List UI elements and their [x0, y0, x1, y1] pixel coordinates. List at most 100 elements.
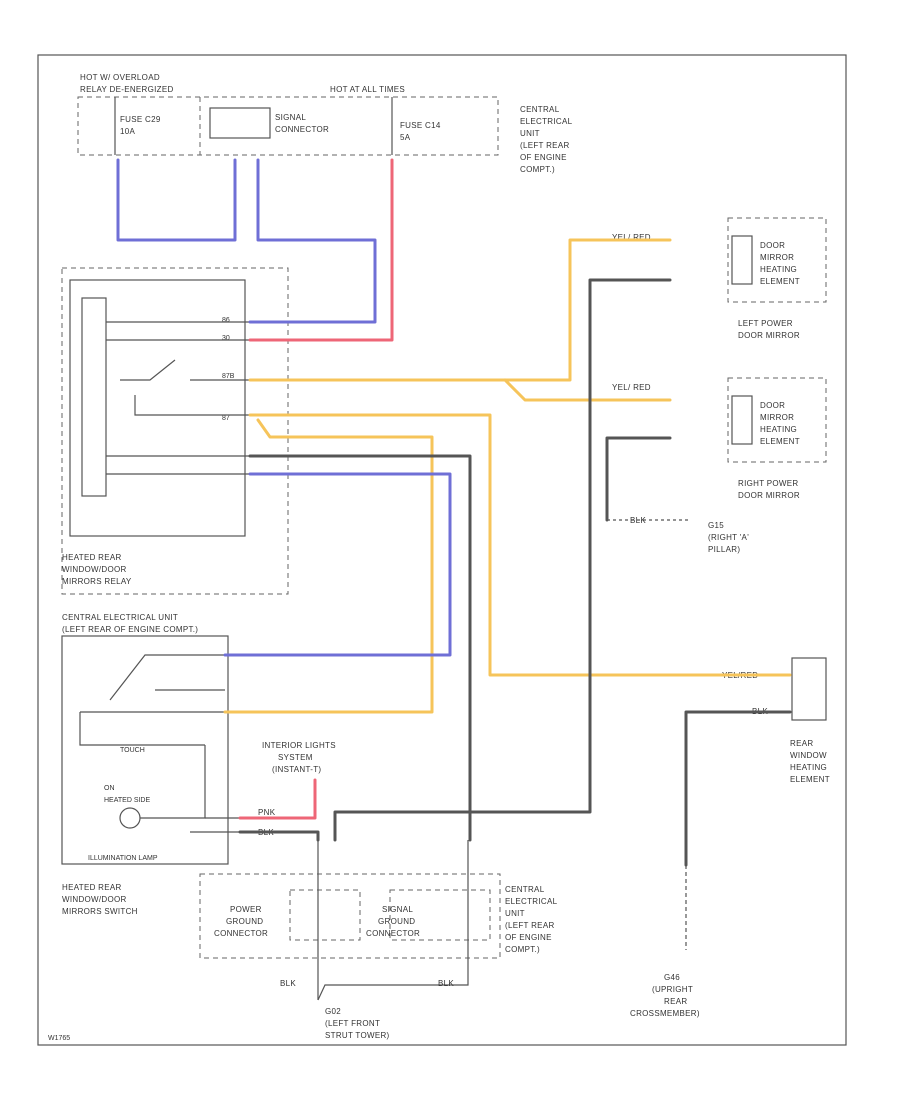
central-electrical-unit-bottom [199, 873, 501, 959]
illumination-lamp-label: ILLUMINATION LAMP [88, 855, 158, 862]
wire-blu-wht-relay-switch [223, 472, 452, 657]
ceu-bottom-label-2: ELECTRICAL [505, 897, 558, 906]
interior-lights-label-1: INTERIOR LIGHTS [262, 741, 336, 750]
right-mirror-wire-label: YEL/ RED [612, 383, 651, 392]
interior-lights-label-3: (INSTANT-T) [272, 765, 321, 774]
wire-blk-relay [248, 454, 472, 842]
wire-blk-left-mirror [333, 278, 672, 842]
hot-overload-label-2: RELAY DE-ENERGIZED [80, 85, 174, 94]
central-electrical-unit-top [77, 96, 499, 156]
ceu-top-label-2: ELECTRICAL [520, 117, 573, 126]
interior-lights-label-2: SYSTEM [278, 753, 313, 762]
switch-unit-body [61, 635, 229, 865]
left-mirror-label-1: DOOR [760, 241, 785, 250]
switch-label-3: MIRRORS SWITCH [62, 907, 138, 916]
right-mirror-label-4: ELEMENT [760, 437, 800, 446]
ceu-top-label-3: UNIT [520, 129, 540, 138]
ceu-bottom-label-3: UNIT [505, 909, 525, 918]
rear-label-1: REAR [790, 739, 813, 748]
wire-blk-rear-element [684, 710, 792, 867]
ceu-mid-label-2: (LEFT REAR OF ENGINE COMPT.) [62, 625, 198, 634]
power-ground-label-1: POWER [230, 905, 262, 914]
signal-ground-connector [389, 889, 491, 941]
signal-connector-label-2: CONNECTOR [275, 125, 329, 134]
relay-coil [81, 297, 107, 497]
ceu-top-label-1: CENTRAL [520, 105, 560, 114]
left-power-mirror-label-2: DOOR MIRROR [738, 331, 800, 340]
right-mirror-outline [727, 377, 827, 463]
diagram-frame [37, 54, 847, 1046]
on-label: ON [104, 785, 115, 792]
ceu-mid-label-1: CENTRAL ELECTRICAL UNIT [62, 613, 178, 622]
heated-side-label: HEATED SIDE [104, 797, 150, 804]
wire-yel-red-87 [248, 413, 792, 677]
wire-blu-wht-signal [248, 158, 377, 324]
relay-body [69, 279, 246, 537]
relay-pin-30: 30 [222, 335, 230, 342]
g02-wire-label-2: BLK [438, 979, 454, 988]
ceu-bottom-label-6: COMPT.) [505, 945, 540, 954]
relay-pin-87: 87 [222, 415, 230, 422]
wire-blk-switch-ground [238, 830, 320, 842]
hot-at-all-times-label: HOT AT ALL TIMES [330, 85, 405, 94]
g15-label-3: PILLAR) [708, 545, 740, 554]
relay-pin-87b: 87B [222, 373, 235, 380]
g15-label-2: (RIGHT 'A' [708, 533, 749, 542]
g02-label-2: (LEFT FRONT [325, 1019, 380, 1028]
wire-yel-red-switch [223, 418, 434, 714]
left-mirror-label-3: HEATING [760, 265, 797, 274]
wire-group [116, 158, 792, 867]
fuse-c29-label: FUSE C29 [120, 115, 161, 124]
left-power-mirror-label-1: LEFT POWER [738, 319, 793, 328]
signal-ground-label-1: SIGNAL [382, 905, 413, 914]
right-power-mirror-label-2: DOOR MIRROR [738, 491, 800, 500]
g15-wire-label: BLK [630, 516, 646, 525]
diagram-code: W1765 [48, 1035, 70, 1042]
right-mirror-label-2: MIRROR [760, 413, 794, 422]
relay-label-2: WINDOW/DOOR [62, 565, 127, 574]
g46-label-1: G46 [664, 973, 680, 982]
relay-label-1: HEATED REAR [62, 553, 122, 562]
wire-blk-right-mirror [605, 436, 672, 522]
left-mirror-outline [727, 217, 827, 303]
ceu-bottom-label-5: OF ENGINE [505, 933, 552, 942]
pnk-wire-label: PNK [258, 808, 276, 817]
left-mirror-element [731, 235, 753, 285]
relay-outline [61, 267, 289, 595]
touch-label: TOUCH [120, 747, 145, 754]
ceu-top-label-5: OF ENGINE [520, 153, 567, 162]
ceu-top-label-6: COMPT.) [520, 165, 555, 174]
signal-ground-label-2: GROUND [378, 917, 415, 926]
switch-label-1: HEATED REAR [62, 883, 122, 892]
wire-yel-red-right-mirror [503, 378, 672, 402]
fuse-c14-label: FUSE C14 [400, 121, 441, 130]
left-mirror-label-4: ELEMENT [760, 277, 800, 286]
rear-label-4: ELEMENT [790, 775, 830, 784]
switch-label-2: WINDOW/DOOR [62, 895, 127, 904]
right-mirror-label-3: HEATING [760, 425, 797, 434]
rear-label-3: HEATING [790, 763, 827, 772]
signal-connector-label-1: SIGNAL [275, 113, 306, 122]
rear-window-element [791, 657, 827, 721]
fuse-c14-amp: 5A [400, 133, 411, 142]
g46-label-2: (UPRIGHT [652, 985, 693, 994]
g46-label-3: REAR [664, 997, 687, 1006]
g15-label-1: G15 [708, 521, 724, 530]
ceu-bottom-label-4: (LEFT REAR [505, 921, 555, 930]
g02-wire-label-1: BLK [280, 979, 296, 988]
wire-red-fuse-c14 [248, 158, 394, 342]
left-mirror-wire-label: YEL/ RED [612, 233, 651, 242]
switch-contact [109, 654, 225, 701]
right-power-mirror-label-1: RIGHT POWER [738, 479, 799, 488]
rear-label-2: WINDOW [790, 751, 827, 760]
wire-yel-red-87b [248, 238, 672, 382]
relay-pin-86: 86 [222, 317, 230, 324]
signal-ground-label-3: CONNECTOR [366, 929, 420, 938]
hot-overload-label-1: HOT W/ OVERLOAD [80, 73, 160, 82]
fuse-c29-amp: 10A [120, 127, 135, 136]
relay-label-3: MIRRORS RELAY [62, 577, 132, 586]
g46-label-4: CROSSMEMBER) [630, 1009, 700, 1018]
g02-label-3: STRUT TOWER) [325, 1031, 390, 1040]
left-mirror-label-2: MIRROR [760, 253, 794, 262]
